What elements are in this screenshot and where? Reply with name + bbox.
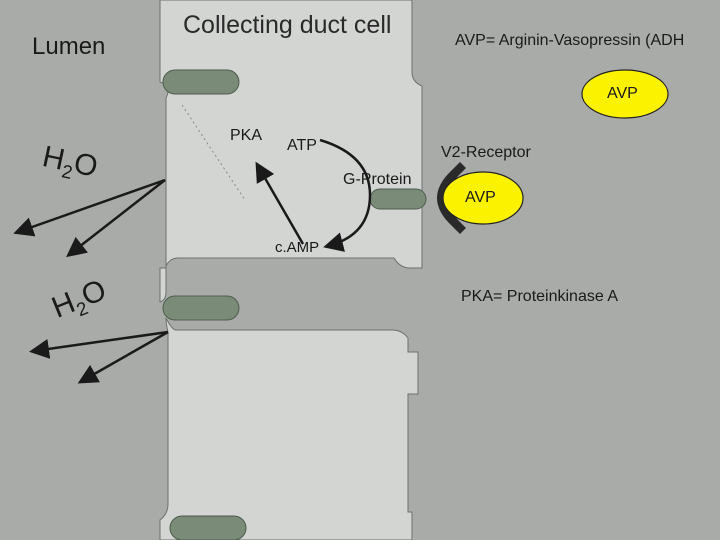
cell-title: Collecting duct cell [183,11,392,39]
camp-label: c.AMP [275,239,320,256]
water-arrow-3 [77,330,169,384]
tight-junction-top [162,69,240,95]
water-arrow-1 [66,179,166,258]
tight-junction-middle [162,295,240,321]
atp-to-camp-arrow [319,138,372,252]
collecting-duct-cell-bottom [159,317,419,540]
v2-receptor-shape [437,162,466,234]
avp-bound-label: AVP [465,189,496,206]
water-arrow-4 [29,330,169,359]
pka-definition: PKA= Proteinkinase A [461,288,618,305]
avp-definition: AVP= Arginin-Vasopressin (ADH [455,32,685,49]
pka-label: PKA [230,127,263,144]
g-protein-label: G-Protein [343,171,412,188]
v2-receptor-label: V2-Receptor [441,144,531,161]
avp-hormone-bound [442,171,524,225]
avp-free-label: AVP [607,85,638,102]
camp-to-pka-arrow [255,161,305,245]
tight-junction-bottom [169,515,247,540]
atp-label: ATP [287,137,317,154]
dotted-guide [181,104,246,201]
avp-hormone-free [581,69,669,119]
water-arrow-2 [13,178,166,237]
lumen-label: Lumen [32,33,106,60]
g-protein-shape [369,188,427,210]
